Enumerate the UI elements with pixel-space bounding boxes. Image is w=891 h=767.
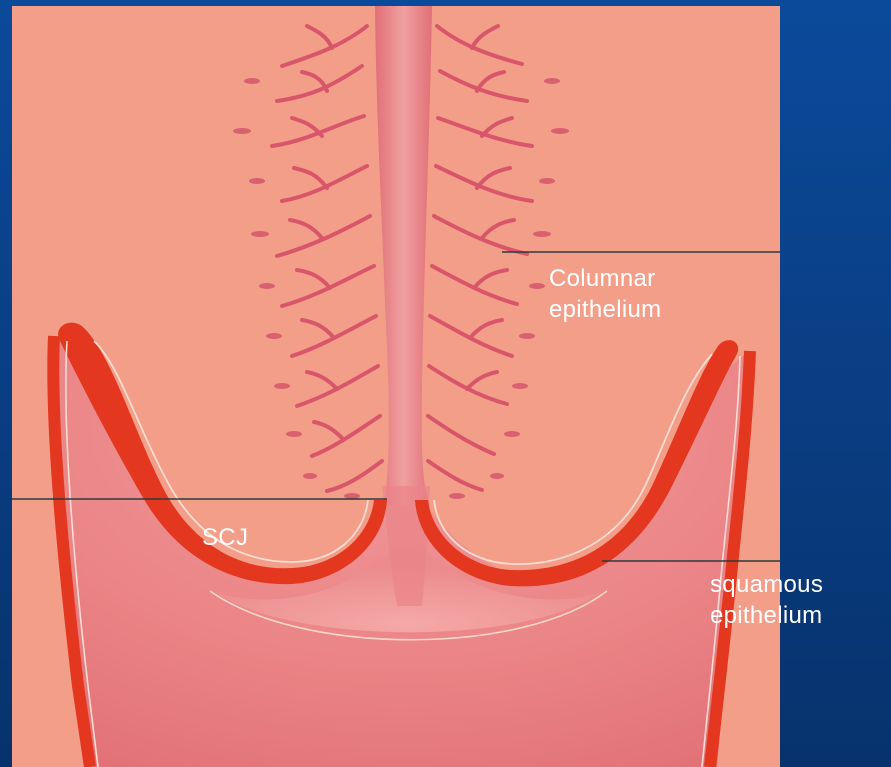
cervix-diagram [12,6,780,767]
label-columnar-epithelium: Columnar epithelium [549,263,661,325]
label-squamous-epithelium: squamous epithelium [710,569,823,631]
label-scj: SCJ [202,522,248,553]
